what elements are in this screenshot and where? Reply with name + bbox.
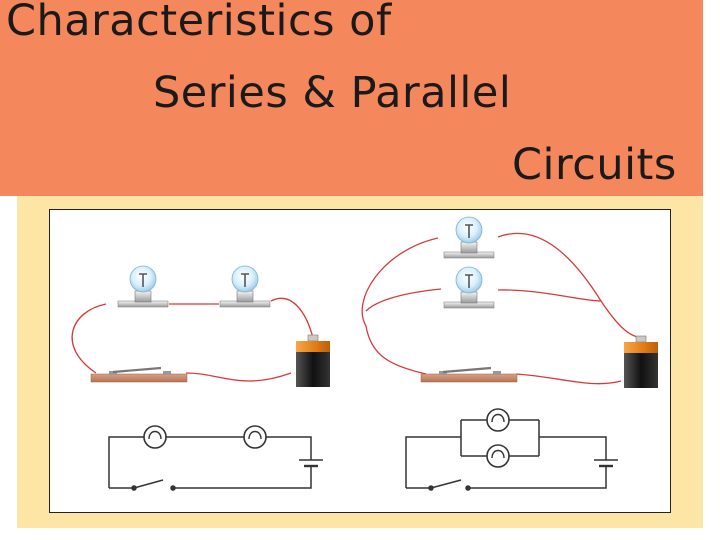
series-symbol-bulb-2-icon: [243, 425, 267, 449]
parallel-bulb-2-icon: [443, 266, 495, 309]
series-battery-icon: [295, 334, 331, 388]
circuits-illustration: [71, 216, 659, 491]
series-wire-left: [71, 303, 107, 374]
parallel-schematic: [405, 408, 618, 491]
parallel-wire-right: [497, 232, 642, 339]
slide-title-line-1: Characteristics of: [6, 0, 392, 46]
series-circuit-drawing: [71, 265, 331, 388]
parallel-wire-bottom: [515, 373, 622, 385]
parallel-wire-branch-right: [497, 289, 602, 302]
series-symbol-bulb-1-icon: [143, 425, 167, 449]
series-wire-right: [270, 297, 314, 339]
title-band: Characteristics of Series & Parallel Cir…: [0, 0, 703, 196]
parallel-wire-branch-left: [365, 288, 442, 312]
parallel-symbol-bulb-1-icon: [486, 408, 510, 432]
parallel-circuit-drawing: [361, 216, 659, 389]
diagram-panel: [49, 209, 671, 513]
parallel-wire-left: [361, 237, 439, 375]
slide-title-line-2: Series & Parallel: [153, 68, 512, 118]
series-schematic: [108, 425, 323, 491]
parallel-battery-icon: [623, 335, 659, 389]
series-switch-icon: [89, 366, 189, 384]
parallel-symbol-bulb-2-icon: [486, 444, 510, 468]
series-bulb-1-icon: [117, 265, 169, 308]
series-wire-bottom: [185, 372, 292, 382]
parallel-switch-icon: [419, 366, 519, 384]
series-bulb-2-icon: [219, 265, 271, 308]
slide-title-line-3: Circuits: [512, 140, 677, 190]
parallel-bulb-1-icon: [443, 216, 495, 259]
